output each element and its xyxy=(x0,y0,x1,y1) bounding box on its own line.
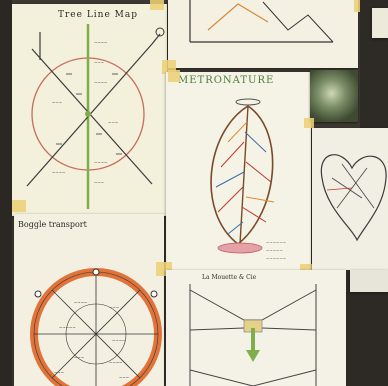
tape xyxy=(168,70,180,82)
svg-text:~~~~~: ~~~~~ xyxy=(266,248,283,253)
svg-text:~~~~~: ~~~~~ xyxy=(59,325,76,330)
tape xyxy=(304,118,314,128)
svg-text:~~~: ~~~ xyxy=(94,60,104,65)
leaf-drawing: ~~~~~~~~~~~ ~~~~~~ xyxy=(166,72,311,270)
circular-map-drawing: ~~~~~~~~~~~~ ~~~~~~~~~~~ ~~~~~~ xyxy=(14,214,164,386)
svg-text:~~~~: ~~~~ xyxy=(94,80,107,85)
radial-map-drawing: ~~~~~~~~~~~ ~~~~~~~~~~ ~~~~~~~ xyxy=(12,4,167,216)
svg-text:~~~~: ~~~~ xyxy=(94,160,107,165)
svg-text:~~~~: ~~~~ xyxy=(94,40,107,45)
paper-radial-metro-map: Tree Line Map ~~~~~~~~~~~ ~~~~~~~~~~ ~~~… xyxy=(12,4,167,216)
svg-text:~~~: ~~~ xyxy=(108,120,118,125)
svg-text:~~~~~~: ~~~~~~ xyxy=(266,240,286,245)
paper-circular-map: Boggle transport ~~~~~~~~~~~~ ~~~~~~~~~~… xyxy=(14,214,164,386)
svg-text:~~~~: ~~~~ xyxy=(74,300,87,305)
paper-strip-right xyxy=(372,8,388,38)
tape xyxy=(12,200,26,212)
small-photo xyxy=(310,70,358,122)
paper-bow-diagram: La Mouette & Cie xyxy=(166,270,346,386)
svg-text:~~~: ~~~ xyxy=(74,355,84,360)
paper-graph xyxy=(168,0,358,68)
graph-drawing xyxy=(168,0,358,68)
paper-leaf-metro: METRONATURE ~~~~~~~~~~~ ~~~~~~ xyxy=(166,72,311,270)
svg-text:~~~: ~~~ xyxy=(119,375,129,380)
tape xyxy=(150,0,164,10)
bow-drawing xyxy=(166,270,346,386)
svg-text:~~~: ~~~ xyxy=(52,100,62,105)
svg-text:~~~: ~~~ xyxy=(109,305,119,310)
svg-text:~~~~: ~~~~ xyxy=(52,170,65,175)
wall-left-edge xyxy=(0,0,12,386)
svg-text:~~~: ~~~ xyxy=(94,180,104,185)
svg-text:~~~: ~~~ xyxy=(54,370,64,375)
svg-text:~~~~: ~~~~ xyxy=(109,360,122,365)
paper-heart-map xyxy=(312,128,388,270)
svg-text:~~~~~~: ~~~~~~ xyxy=(266,256,286,261)
heart-drawing xyxy=(312,128,388,270)
paper-edge-bottom-right xyxy=(350,270,388,292)
svg-text:~~~~: ~~~~ xyxy=(112,338,125,343)
